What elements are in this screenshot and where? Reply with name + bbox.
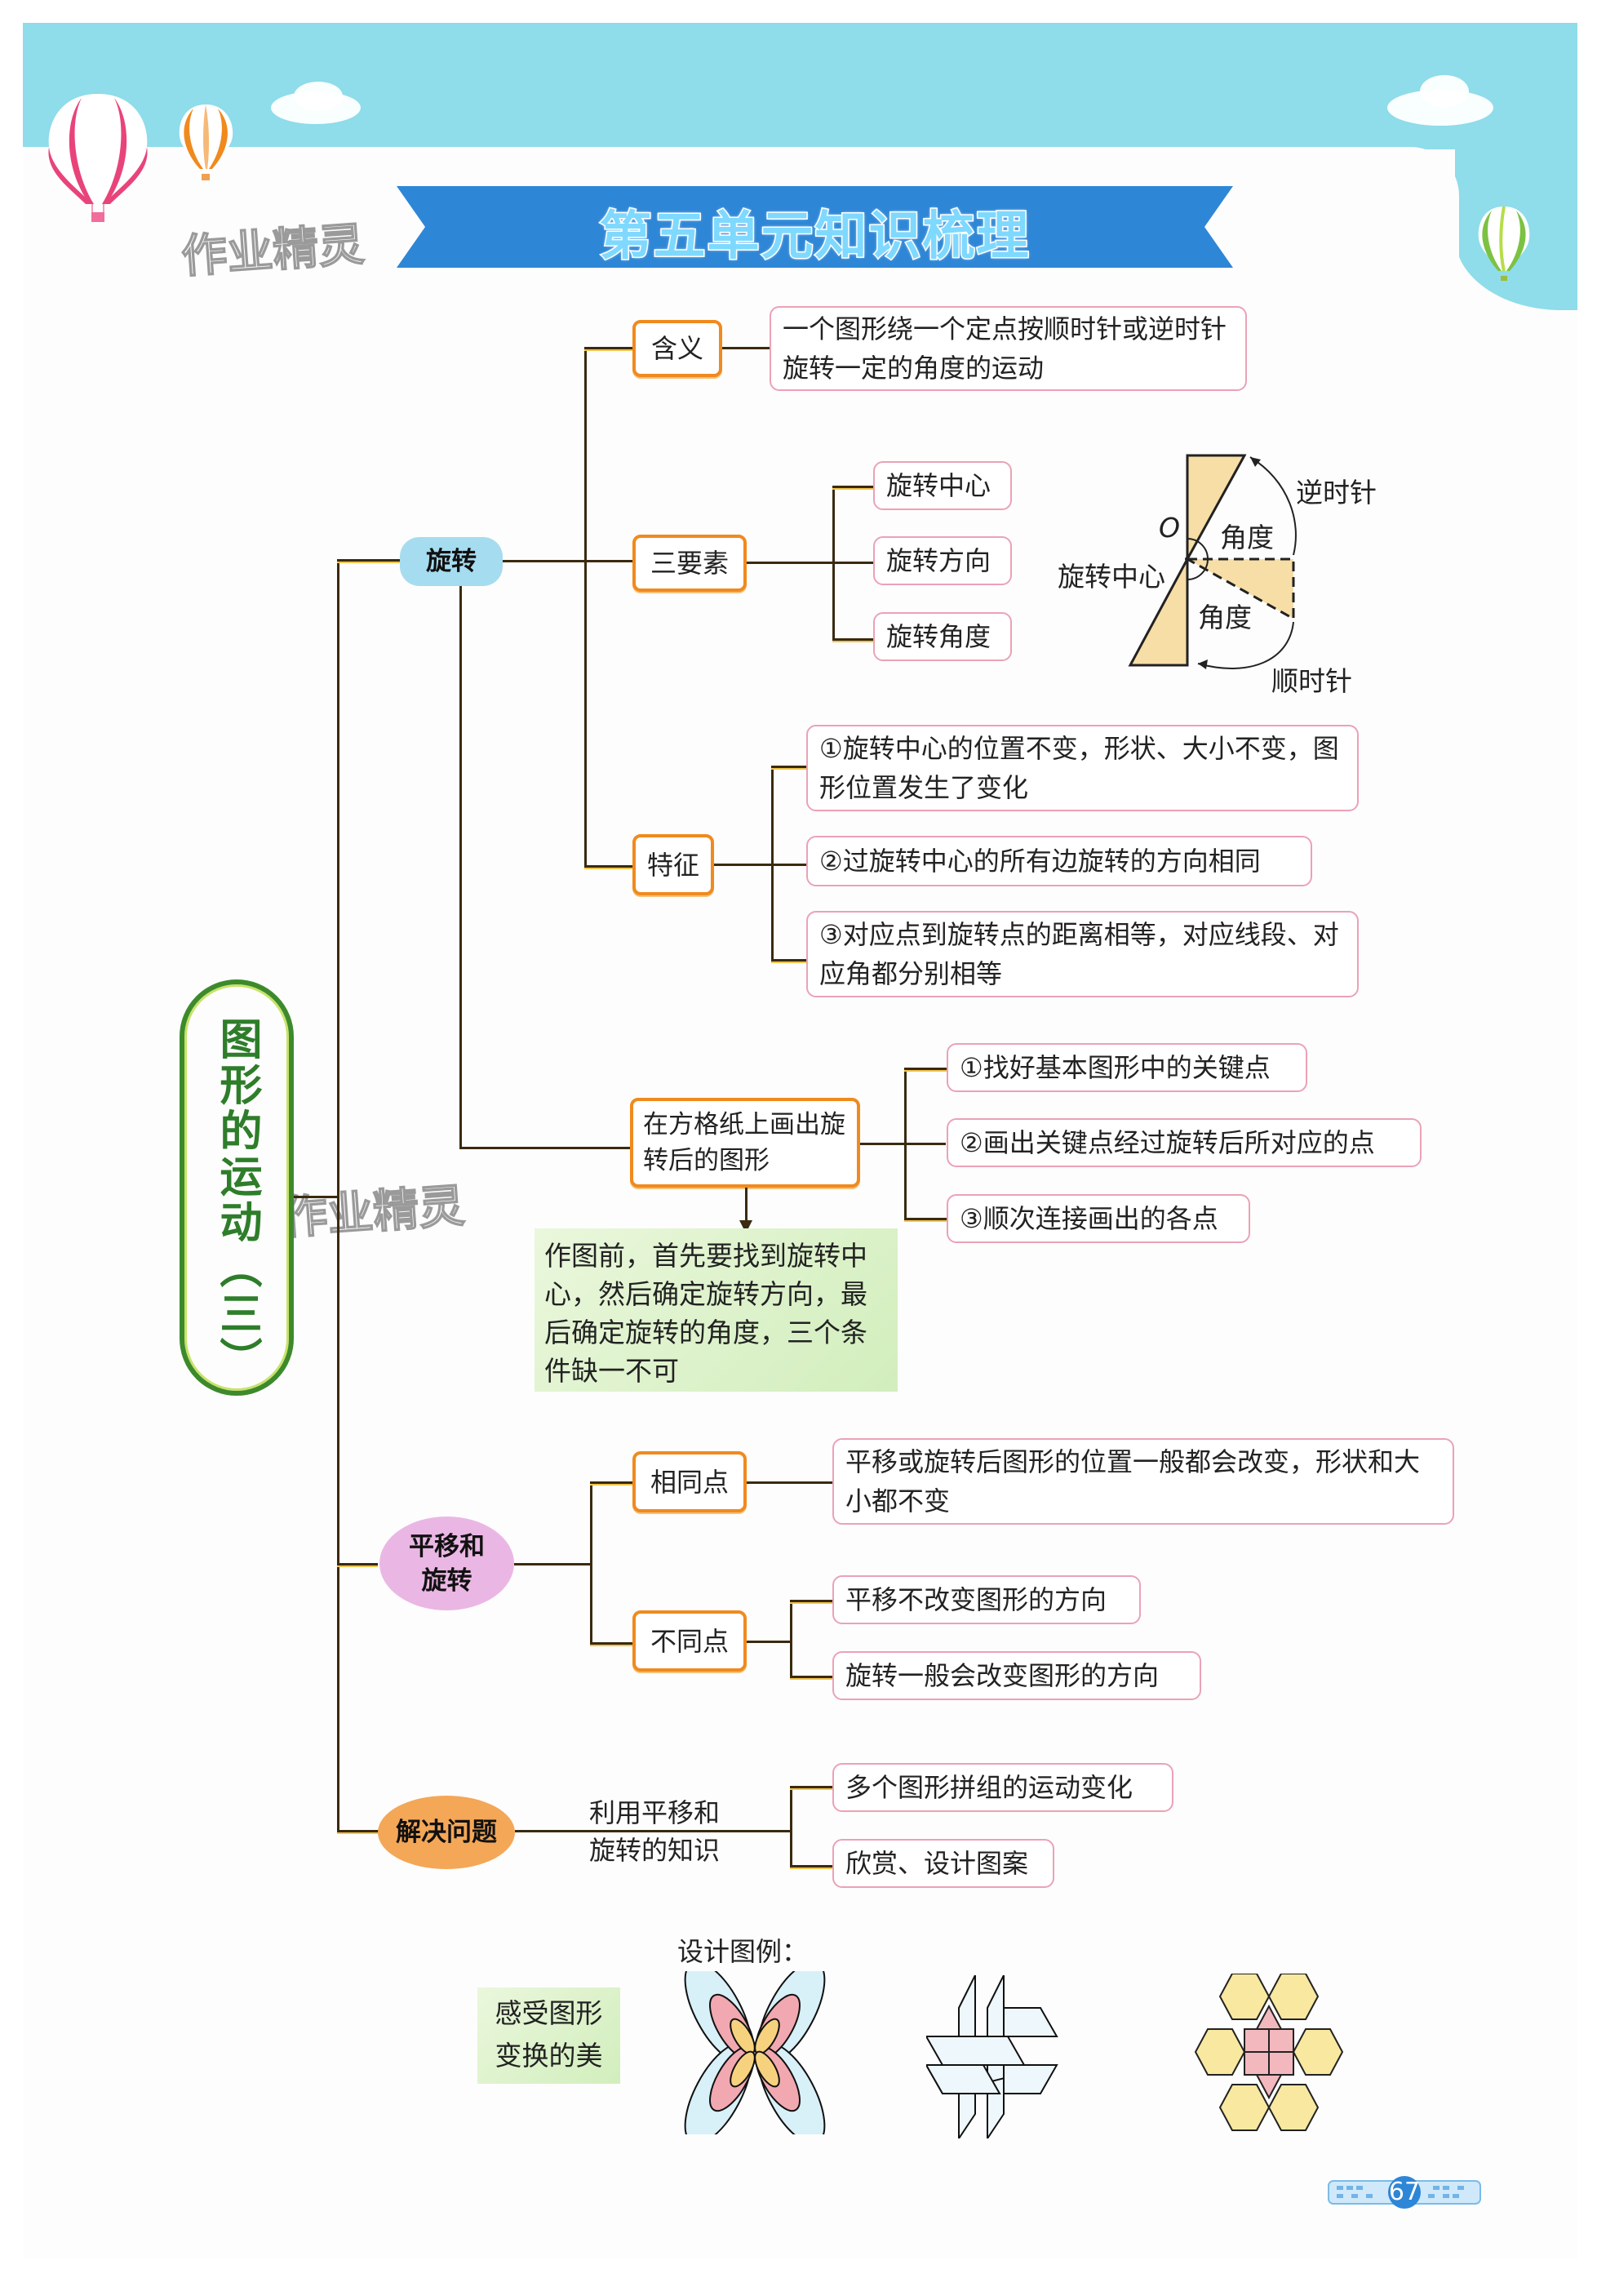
diagram-angle-top: 角度 [1220, 522, 1274, 553]
design-caption: 设计图例： [677, 1936, 809, 1967]
drawing-note: 作图前，首先要找到旋转中心，然后确定旋转方向，最后确定旋转的角度，三个条件缺一不… [535, 1228, 898, 1392]
connector-line [514, 1563, 592, 1565]
problem-item: 多个图形拼组的运动变化 [832, 1763, 1173, 1812]
connector-line [790, 1676, 832, 1678]
feature-item: ①旋转中心的位置不变，形状、大小不变，图形位置发生了变化 [806, 725, 1359, 811]
connector-line [584, 347, 633, 349]
root-node: 图形的运动（三） [180, 979, 294, 1396]
hot-air-balloon-green-icon [1478, 206, 1530, 281]
connector-line [771, 959, 808, 961]
connector-line [904, 1218, 947, 1220]
butterfly-pattern-figure [684, 1971, 826, 2134]
connector-line [832, 486, 873, 488]
page-title: 第五单元知识梳理 [598, 206, 1031, 269]
page-number-badge: 67 [1327, 2176, 1482, 2209]
connector-line [771, 766, 774, 961]
connector-line [747, 1481, 832, 1484]
sky-header [23, 23, 1577, 149]
node-meaning[interactable]: 含义 [632, 320, 722, 377]
branch-problem-solving[interactable]: 解决问题 [378, 1796, 515, 1869]
branch-rotation[interactable]: 旋转 [400, 537, 503, 586]
meaning-text: 一个图形绕一个定点按顺时针或逆时针旋转一定的角度的运动 [770, 306, 1247, 391]
connector-line [515, 1830, 792, 1832]
hot-air-balloon-orange-icon [179, 104, 233, 180]
rotation-diagram [1128, 454, 1297, 669]
connector-line [584, 347, 587, 869]
connector-line [790, 1786, 792, 1867]
hot-air-balloon-pink-icon [48, 94, 148, 222]
diagram-angle-bottom: 角度 [1198, 602, 1252, 633]
cloud-icon [1420, 75, 1469, 108]
parallelogram-pattern-figure [926, 1975, 1058, 2138]
connector-line [790, 1786, 835, 1788]
node-same-points[interactable]: 相同点 [632, 1451, 747, 1512]
diagram-ccw-label: 逆时针 [1296, 477, 1377, 508]
problem-item: 欣赏、设计图案 [832, 1839, 1054, 1888]
element-item: 旋转方向 [873, 536, 1012, 585]
design-side-note: 感受图形变换的美 [477, 1987, 620, 2084]
watermark: 作业精灵 [280, 1179, 467, 1246]
node-different-points[interactable]: 不同点 [632, 1610, 747, 1672]
cloud-icon [294, 82, 343, 111]
connector-line [459, 1147, 631, 1149]
node-features[interactable]: 特征 [632, 834, 714, 895]
connector-line [294, 1196, 339, 1198]
drawing-step: ②画出关键点经过旋转后所对应的点 [947, 1118, 1422, 1167]
connector-line [459, 586, 462, 1149]
connector-line [860, 1143, 946, 1145]
connector-line [584, 865, 633, 868]
connector-line [904, 1068, 947, 1070]
trunk-line [337, 559, 339, 1832]
connector-line [790, 1600, 832, 1602]
connector-line [337, 1563, 378, 1565]
page-number: 67 [1388, 2178, 1421, 2206]
connector-line [337, 1830, 379, 1832]
hexagon-star-pattern-figure [1194, 1974, 1344, 2131]
title-banner: 第五单元知识梳理 [397, 186, 1233, 269]
ribbon-shape [397, 186, 1233, 268]
problem-solving-via: 利用平移和旋转的知识 [589, 1797, 721, 1866]
node-drawing[interactable]: 在方格纸上画出旋转后的图形 [630, 1098, 860, 1188]
connector-line [832, 486, 835, 641]
connector-line [771, 766, 808, 768]
connector-line [590, 1481, 592, 1645]
connector-line [747, 1641, 792, 1643]
element-item: 旋转角度 [873, 612, 1012, 661]
connector-line [722, 347, 771, 349]
connector-line [904, 1068, 907, 1219]
connector-line [832, 638, 873, 641]
diagram-center-label: 旋转中心 [1058, 561, 1165, 593]
feature-item: ②过旋转中心的所有边旋转的方向相同 [806, 836, 1312, 886]
connector-line [790, 1600, 792, 1677]
connector-line [503, 560, 633, 562]
branch-label: 平移和旋转 [409, 1531, 485, 1596]
element-item: 旋转中心 [873, 461, 1012, 510]
same-points-text: 平移或旋转后图形的位置一般都会改变，形状和大小都不变 [832, 1438, 1454, 1525]
different-item: 旋转一般会改变图形的方向 [832, 1651, 1201, 1700]
diagram-cw-label: 顺时针 [1271, 665, 1352, 697]
different-item: 平移不改变图形的方向 [832, 1575, 1141, 1624]
node-three-elements[interactable]: 三要素 [632, 535, 747, 592]
root-label: 图形的运动（三） [212, 1017, 261, 1383]
diagram-point-o: O [1159, 512, 1180, 544]
drawing-step: ①找好基本图形中的关键点 [947, 1043, 1307, 1092]
connector-line [790, 1865, 835, 1867]
ccw-arrow [1249, 456, 1297, 556]
watermark: 作业精灵 [180, 218, 366, 285]
drawing-step: ③顺次连接画出的各点 [947, 1194, 1250, 1243]
branch-translation-rotation[interactable]: 平移和旋转 [379, 1517, 514, 1610]
connector-line [590, 1481, 632, 1484]
connector-line [337, 559, 402, 562]
connector-line [590, 1642, 632, 1645]
feature-item: ③对应点到旋转点的距离相等，对应线段、对应角都分别相等 [806, 911, 1359, 997]
connector-line [747, 562, 873, 564]
arrow-line [745, 1188, 747, 1227]
cw-arrow [1197, 621, 1294, 669]
connector-line [714, 864, 808, 866]
